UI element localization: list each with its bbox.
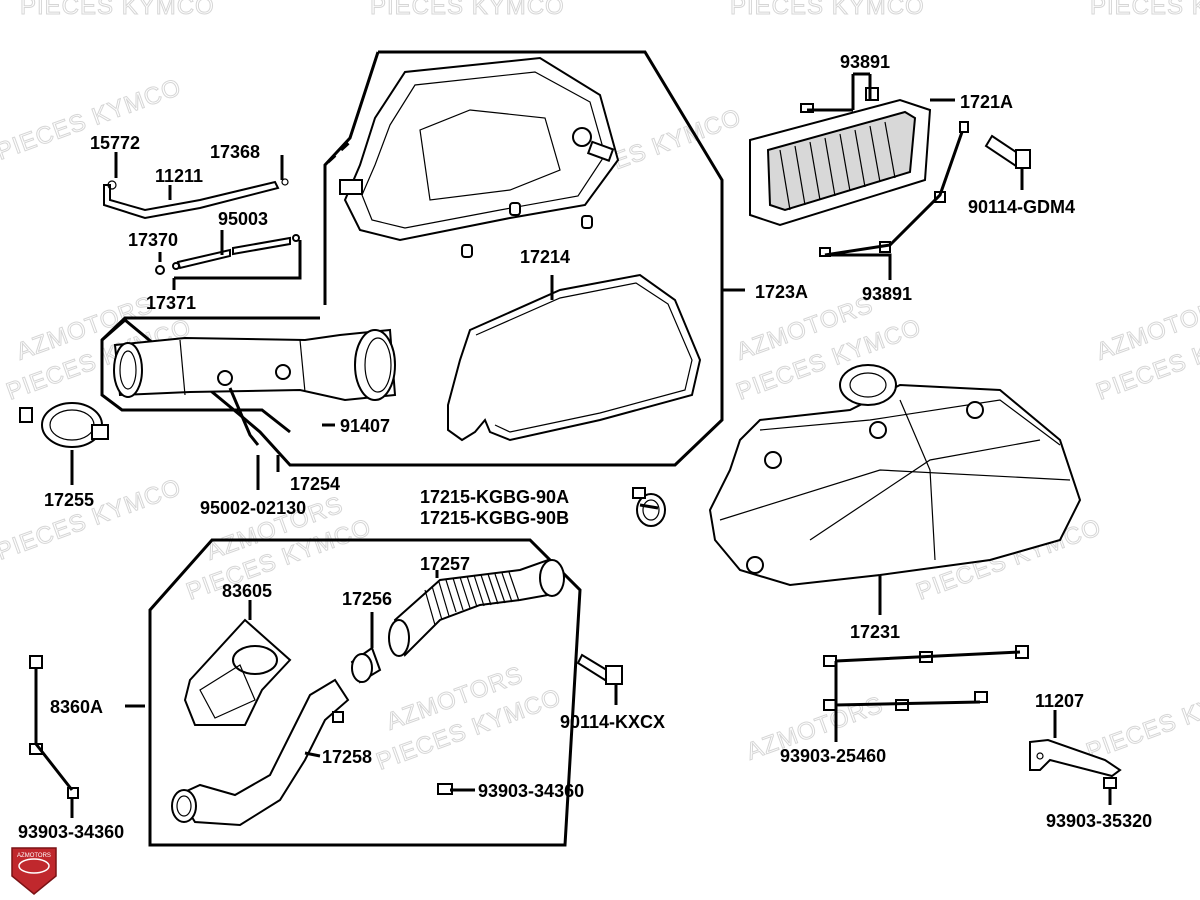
label-93891-top: 93891	[840, 52, 890, 72]
group-outline-lower	[148, 538, 582, 847]
air-filter-element	[749, 98, 932, 227]
label-17368: 17368	[210, 142, 260, 162]
svg-text:PIECES KYMCO: PIECES KYMCO	[1090, 0, 1200, 20]
label-17255: 17255	[44, 490, 94, 510]
filter-gasket	[447, 273, 702, 442]
leader-lines	[34, 72, 1112, 818]
joint-17256	[350, 646, 382, 684]
label-95003: 95003	[218, 209, 268, 229]
label-17254: 17254	[290, 474, 340, 494]
group-outline-1723a	[100, 50, 724, 467]
label-1723a: 1723A	[755, 282, 808, 302]
label-11211: 11211	[155, 166, 203, 186]
azmotors-logo: AZMOTORS	[11, 847, 57, 895]
label-17258: 17258	[322, 747, 372, 767]
duct-17258	[171, 678, 350, 827]
dashed-leader	[323, 138, 354, 305]
label-17371: 17371	[146, 293, 196, 313]
label-90114-kxcx: 90114-KXCX	[560, 712, 665, 732]
label-17215-kgbg-90a: 17215-KGBG-90A	[420, 487, 569, 507]
label-17257: 17257	[420, 554, 470, 574]
bracket-11207	[1029, 738, 1122, 778]
label-93903-34360-left: 93903-34360	[18, 822, 124, 842]
svg-text:AZMOTORS: AZMOTORS	[17, 853, 51, 859]
breather-hose	[103, 178, 289, 220]
bolt-90114-kxcx	[576, 653, 623, 685]
label-17231: 17231	[850, 622, 900, 642]
filter-gasket-inner	[475, 282, 693, 433]
svg-text:PIECES KYMCO: PIECES KYMCO	[20, 0, 215, 20]
label-90114-gdm4: 90114-GDM4	[968, 197, 1075, 217]
label-17215-kgbg-90b: 17215-KGBG-90B	[420, 508, 569, 528]
intake-tube	[113, 328, 397, 402]
part-labels: 15772 11211 17368 95003 17370 17371 1725…	[18, 52, 1152, 842]
label-95002-02130: 95002-02130	[200, 498, 306, 518]
svg-text:PIECES KYMCO: PIECES KYMCO	[730, 0, 925, 20]
label-17256: 17256	[342, 589, 392, 609]
label-93891-bottom: 93891	[862, 284, 912, 304]
svg-text:PIECES KYMCO: PIECES KYMCO	[1083, 674, 1200, 766]
label-93903-35320: 93903-35320	[1046, 811, 1152, 831]
hose-clamp	[19, 402, 109, 448]
cover-83605	[183, 618, 292, 726]
label-11207: 11207	[1035, 691, 1084, 711]
air-box-case-upper	[339, 56, 620, 258]
label-17370: 17370	[128, 230, 178, 250]
clamp-17215	[632, 487, 666, 527]
hose-95003	[155, 234, 300, 275]
air-box-case-lower	[708, 364, 1082, 587]
svg-text:PIECES KYMCO: PIECES KYMCO	[0, 474, 185, 566]
duct-17257	[388, 558, 565, 657]
label-17214: 17214	[520, 247, 570, 267]
label-15772: 15772	[90, 133, 140, 153]
label-91407: 91407	[340, 416, 390, 436]
label-93903-25460: 93903-25460	[780, 746, 886, 766]
label-8360a: 8360A	[50, 697, 103, 717]
group-outline-tube-box	[100, 316, 320, 342]
label-1721a: 1721A	[960, 92, 1013, 112]
label-93903-34360-center: 93903-34360	[478, 781, 584, 801]
svg-text:PIECES KYMCO: PIECES KYMCO	[370, 0, 565, 20]
label-83605: 83605	[222, 581, 272, 601]
